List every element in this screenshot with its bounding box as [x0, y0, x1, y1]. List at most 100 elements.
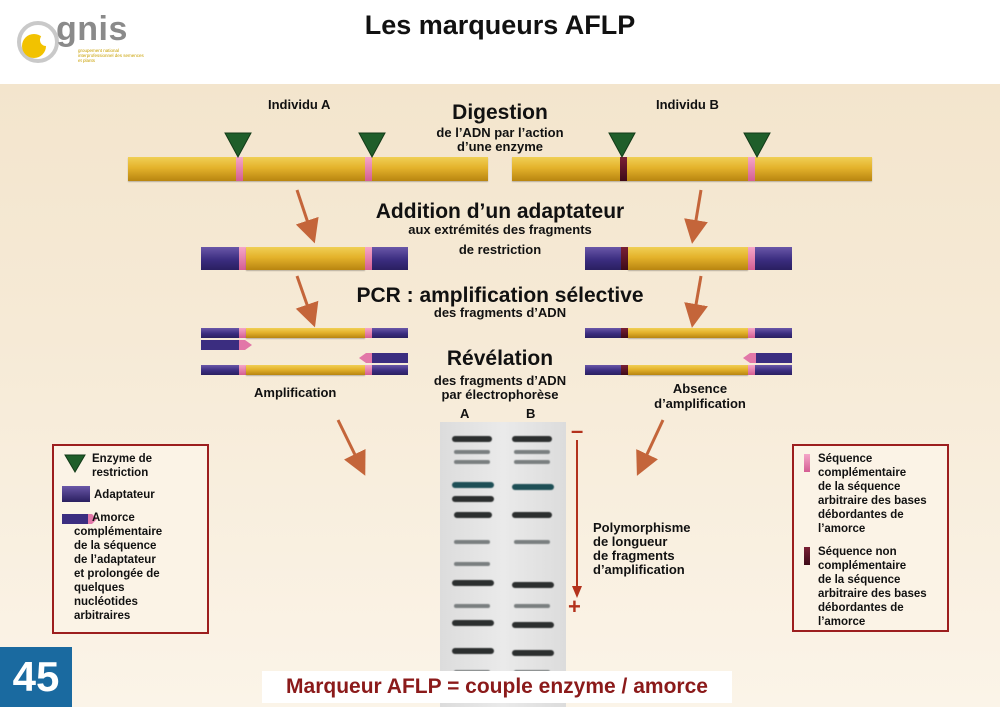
- gel-band: [512, 484, 554, 490]
- legend-comp-2: complémentaire: [818, 467, 907, 479]
- dna-strand-a: [128, 157, 488, 181]
- cut-site-complementary: [365, 157, 372, 181]
- non-complementary-site-icon: [804, 547, 810, 565]
- legend-noncomp-2: complémentaire: [818, 560, 907, 572]
- gel-band: [452, 620, 494, 626]
- dna-strand-b: [512, 157, 872, 181]
- adapter: [755, 328, 792, 338]
- label-individual-b: Individu B: [656, 97, 719, 112]
- migration-arrow-icon: [572, 440, 582, 598]
- gnis-logo: [16, 10, 146, 72]
- dna-fragment-b: [628, 247, 748, 270]
- legend-comp-3: de la séquence: [818, 481, 901, 493]
- gel-plus: +: [568, 594, 581, 619]
- step-adapter-line1: aux extrémités des fragments: [408, 222, 592, 237]
- logo-tagline: groupement national interprofessionnel d…: [78, 48, 144, 63]
- step-reveal-line1: des fragments d’ADN: [433, 373, 567, 388]
- cut-site-non-complementary: [621, 247, 628, 270]
- primer-icon: [201, 340, 252, 350]
- cut-site-complementary: [748, 365, 755, 375]
- step-reveal-title: Révélation: [446, 347, 554, 370]
- legend-primer-3: de la séquence: [74, 540, 157, 552]
- page-title: Les marqueurs AFLP: [364, 10, 636, 40]
- gel-band: [454, 512, 492, 518]
- cut-site-complementary: [365, 247, 372, 270]
- legend-primer-5: et prolongée de: [74, 568, 160, 580]
- legend-noncomp-1: Séquence non: [818, 546, 897, 558]
- legend-comp-6: l’amorce: [818, 523, 866, 535]
- gel-band: [512, 622, 554, 628]
- legend-primer-6: quelques: [74, 582, 125, 594]
- dna-fragment-a: [246, 247, 365, 270]
- dna-single-strand: [628, 328, 748, 338]
- gel-band: [514, 450, 550, 454]
- legend-comp-4: arbitraire des bases: [818, 495, 927, 507]
- adapter: [372, 365, 408, 375]
- outcome-absence-line2: d’amplification: [654, 396, 746, 411]
- gel-caption-1: Polymorphisme: [593, 520, 691, 535]
- outcome-amplification: Amplification: [254, 385, 337, 400]
- logo-mark-icon: [17, 21, 59, 63]
- gel-band: [454, 604, 490, 608]
- gel-band: [452, 436, 492, 442]
- enzyme-icon: [743, 132, 771, 159]
- step-adapter-line2: de restriction: [458, 242, 542, 257]
- primer-icon: [359, 353, 408, 363]
- step-digestion-title: Digestion: [452, 101, 548, 124]
- adapter: [755, 365, 792, 375]
- gel-minus: –: [571, 418, 584, 443]
- gel-band: [452, 580, 494, 586]
- gel-caption-3: de fragments: [593, 548, 675, 563]
- enzyme-icon: [608, 132, 636, 159]
- gel-caption-4: d’amplification: [593, 562, 685, 577]
- enzyme-icon: [64, 454, 86, 473]
- adapter: [585, 247, 621, 270]
- dna-single-strand: [246, 328, 365, 338]
- gel-band: [454, 450, 490, 454]
- cut-site-complementary: [748, 157, 755, 181]
- gel-caption-2: de longueur: [593, 534, 668, 549]
- cut-site-non-complementary: [620, 157, 627, 181]
- cut-site-complementary: [365, 365, 372, 375]
- adapter: [372, 328, 408, 338]
- gel-band: [512, 582, 554, 588]
- legend-noncomp-5: débordantes de: [818, 602, 904, 614]
- step-digestion-line1: de l’ADN par l’action: [436, 125, 564, 140]
- gel-band: [452, 496, 494, 502]
- dna-single-strand: [246, 365, 365, 375]
- legend-noncomp-6: l’amorce: [818, 616, 866, 628]
- gel-band: [454, 540, 490, 544]
- step-digestion-line2: d’une enzyme: [457, 139, 543, 154]
- electrophoresis-gel: [440, 422, 566, 707]
- header: [0, 0, 1000, 84]
- step-pcr-line1: des fragments d’ADN: [433, 305, 567, 320]
- gel-band: [512, 512, 552, 518]
- primer-icon: [743, 353, 792, 363]
- cut-site-non-complementary: [621, 328, 628, 338]
- gel-band: [452, 648, 494, 654]
- legend-comp-1: Séquence: [818, 453, 873, 465]
- legend-enzyme-1: Enzyme de: [92, 453, 153, 465]
- complementary-site-icon: [804, 454, 810, 472]
- legend-right: Séquence complémentaire de la séquence a…: [792, 444, 949, 632]
- gel-band: [452, 482, 494, 488]
- logo-wordmark: gnis: [56, 10, 128, 48]
- cut-site-complementary: [748, 247, 755, 270]
- gel-lane-a: A: [460, 406, 470, 421]
- cut-site-complementary: [236, 157, 243, 181]
- gel-band: [454, 562, 490, 566]
- cut-site-complementary: [239, 365, 246, 375]
- adapter: [372, 247, 408, 270]
- dna-single-strand: [628, 365, 748, 375]
- gel-band: [514, 540, 550, 544]
- cut-site-complementary: [239, 328, 246, 338]
- legend-primer-7: nucléotides: [74, 596, 138, 608]
- cut-site-complementary: [365, 328, 372, 338]
- gel-band: [454, 460, 490, 464]
- legend-primer-1: Amorce: [92, 512, 135, 524]
- legend-left: Enzyme de restriction Adaptateur Amorce …: [52, 444, 209, 634]
- legend-adapter: Adaptateur: [94, 489, 155, 501]
- gel-band: [514, 460, 550, 464]
- step-pcr-title: PCR : amplification sélective: [356, 284, 644, 307]
- cut-site-complementary: [239, 247, 246, 270]
